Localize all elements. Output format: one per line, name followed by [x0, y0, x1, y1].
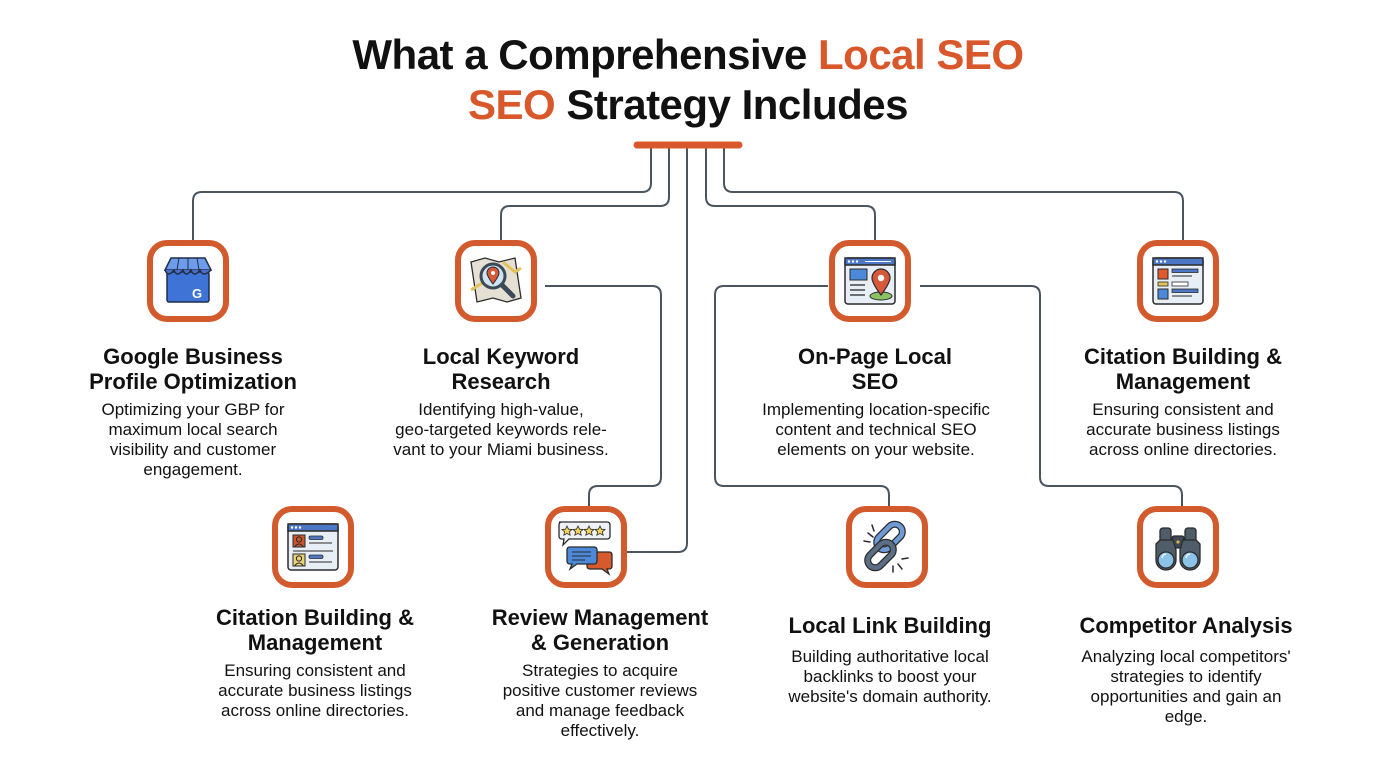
node-title-line: Citation Building &: [1084, 344, 1282, 369]
title-accent-text: Local SEO: [818, 31, 1024, 78]
connector-onpage: [705, 146, 876, 241]
node-desc-line: Implementing location-specific: [762, 400, 990, 419]
title-line-2: SEO Strategy Includes: [0, 80, 1376, 130]
node-title-line: Management: [247, 630, 383, 655]
node-desc-line: Strategies to acquire: [522, 661, 678, 680]
node-description: Analyzing local competitors' strategies …: [1050, 647, 1322, 727]
node-description: Ensuring consistent and accurate busines…: [182, 661, 448, 721]
chain-link-icon: [846, 506, 928, 588]
title-line-1: What a Comprehensive Local SEO: [0, 30, 1376, 80]
node-desc-line: visibility and customer: [109, 440, 277, 459]
node-description: Strategies to acquire positive customer …: [470, 661, 730, 741]
node-desc-line: engagement.: [143, 460, 243, 479]
node-desc-line: Optimizing your GBP for: [101, 400, 285, 419]
node-desc-line: Ensuring consistent and: [1092, 400, 1274, 419]
connector-onpage-competitor: [920, 285, 1183, 507]
connector-keyword-review: [545, 285, 662, 507]
node-title-line: Citation Building &: [216, 605, 414, 630]
title-text: What a Comprehensive: [352, 31, 819, 78]
page-title: What a Comprehensive Local SEO SEO Strat…: [0, 30, 1376, 130]
node-desc-line: positive customer reviews: [502, 681, 698, 700]
node-desc-line: website's domain authority.: [788, 687, 992, 706]
profile-listing-icon: [272, 506, 354, 588]
node-description: Identifying high-value, geo-targeted key…: [360, 400, 642, 460]
connector-keyword: [500, 146, 670, 241]
review-stars-chat-icon: [545, 506, 627, 588]
node-description: Optimizing your GBP for maximum local se…: [60, 400, 326, 480]
node-desc-line: geo-targeted keywords rele-: [395, 420, 607, 439]
title-text: Strategy Includes: [555, 81, 908, 128]
node-desc-line: backlinks to boost your: [803, 667, 977, 686]
node-title-line: Profile Optimization: [89, 369, 297, 394]
node-desc-line: accurate business listings: [1086, 420, 1280, 439]
node-desc-line: across online directories.: [220, 701, 410, 720]
node-title-line: Research: [451, 369, 551, 394]
node-desc-line: elements on your website.: [777, 440, 975, 459]
node-desc-line: strategies to identify: [1110, 667, 1262, 686]
node-desc-line: across online directories.: [1088, 440, 1278, 459]
node-description: Ensuring consistent and accurate busines…: [1050, 400, 1316, 460]
node-desc-line: vant to your Miami business.: [393, 440, 609, 459]
node-title: On-Page Local SEO: [740, 344, 1010, 394]
directory-listing-icon: [1137, 240, 1219, 322]
node-title: Citation Building & Management: [1050, 344, 1316, 394]
node-title-line: & Generation: [530, 630, 670, 655]
node-desc-line: Building authoritative local: [791, 647, 989, 666]
node-desc-line: opportunities and gain an: [1090, 687, 1282, 706]
node-title: Competitor Analysis: [1050, 613, 1322, 638]
node-desc-line: Analyzing local competitors': [1081, 647, 1291, 666]
node-title: Local Keyword Research: [370, 344, 632, 394]
node-title-line: Management: [1115, 369, 1251, 394]
storefront-google-icon: G: [147, 240, 229, 322]
node-description: Building authoritative local backlinks t…: [755, 647, 1025, 707]
node-description: Implementing location-specific content a…: [726, 400, 1026, 460]
title-accent-text: SEO: [468, 81, 556, 128]
connector-review: [624, 146, 688, 553]
node-title-line: Local Link Building: [788, 613, 992, 638]
node-title: Review Management & Generation: [470, 605, 730, 655]
node-desc-line: effectively.: [560, 721, 640, 740]
connector-onpage-link: [714, 285, 890, 507]
node-desc-line: and manage feedback: [515, 701, 685, 720]
node-title: Citation Building & Management: [182, 605, 448, 655]
node-desc-line: maximum local search: [108, 420, 278, 439]
node-desc-line: content and technical SEO: [775, 420, 977, 439]
node-desc-line: Identifying high-value,: [418, 400, 584, 419]
node-title: Google Business Profile Optimization: [60, 344, 326, 394]
node-title: Local Link Building: [755, 613, 1025, 638]
node-title-line: Review Management: [491, 605, 709, 630]
node-title-line: Google Business: [103, 344, 283, 369]
connector-citation-top: [723, 146, 1184, 241]
node-desc-line: Ensuring consistent and: [224, 661, 406, 680]
node-desc-line: edge.: [1164, 707, 1208, 726]
webpage-location-pin-icon: [829, 240, 911, 322]
node-title-line: Competitor Analysis: [1079, 613, 1293, 638]
node-title-line: SEO: [851, 369, 899, 394]
svg-text:G: G: [192, 286, 202, 301]
node-desc-line: accurate business listings: [218, 681, 412, 700]
node-title-line: Local Keyword: [422, 344, 580, 369]
connector-gbp: [192, 146, 652, 241]
binoculars-icon: [1137, 506, 1219, 588]
node-title-line: On-Page Local: [797, 344, 953, 369]
map-search-icon: [455, 240, 537, 322]
